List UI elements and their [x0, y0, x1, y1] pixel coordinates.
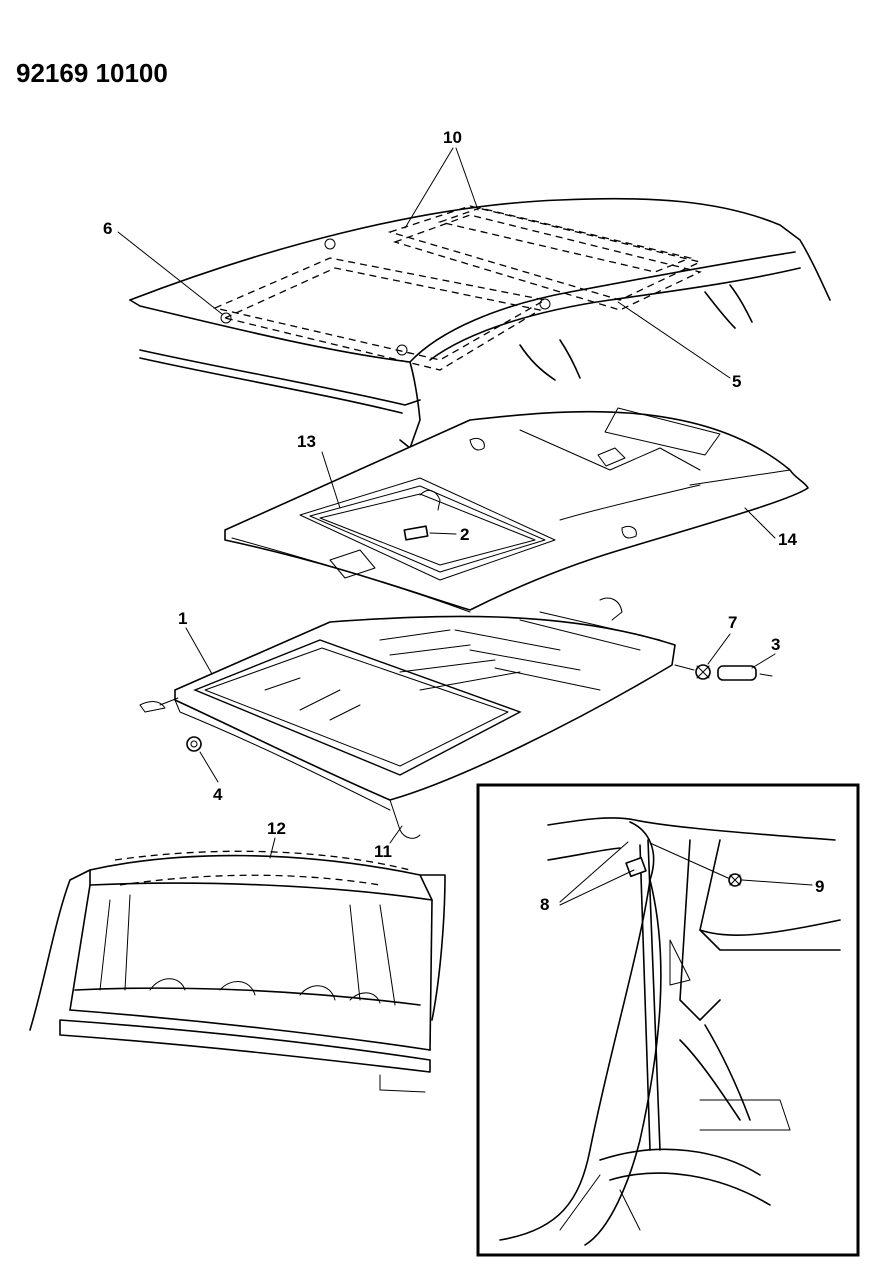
inset-frame: [476, 783, 860, 1257]
leader-4: [199, 751, 219, 783]
reference-number: 92169 10100: [16, 58, 168, 88]
leader-6: [117, 231, 223, 315]
leader-2: [429, 532, 457, 535]
leader-8a: [559, 841, 629, 903]
drain-hose-detail-inset: [476, 783, 860, 1257]
callout-13: 13: [297, 432, 316, 451]
leader-14: [744, 507, 776, 539]
sunroof-module-drawing: [139, 597, 773, 839]
leader-5: [617, 301, 731, 379]
headliner-opening: [299, 477, 556, 581]
leader-11: [389, 825, 403, 844]
callout-4: 4: [213, 785, 223, 804]
leader-8b: [559, 869, 635, 906]
leader-10a: [404, 147, 454, 229]
leader-7: [707, 633, 731, 665]
leader-10b: [455, 147, 479, 211]
drain-hose-3: [717, 665, 757, 681]
callout-8: 8: [540, 895, 549, 914]
callout-11: 11: [374, 842, 392, 861]
callout-7: 7: [728, 613, 737, 632]
leader-1: [185, 627, 213, 675]
callout-6: 6: [103, 219, 112, 238]
callout-10: 10: [443, 128, 462, 147]
leader-3: [751, 653, 776, 669]
callout-9: 9: [815, 877, 824, 896]
leader-12: [269, 837, 276, 859]
headliner-drawing: [224, 407, 809, 613]
callout-1: 1: [178, 609, 187, 628]
sunroof-opening-outline: [212, 257, 547, 361]
rear-interior-view: [29, 850, 446, 1093]
sunroof-glass: [193, 639, 522, 776]
callout-3: 3: [771, 635, 780, 654]
callout-2: 2: [460, 525, 469, 544]
leader-13: [321, 451, 341, 509]
roof-panel-drawing: [129, 197, 831, 449]
callout-14: 14: [778, 530, 797, 549]
callout-12: 12: [267, 819, 286, 838]
leader-9: [741, 879, 813, 886]
callout-5: 5: [732, 372, 741, 391]
